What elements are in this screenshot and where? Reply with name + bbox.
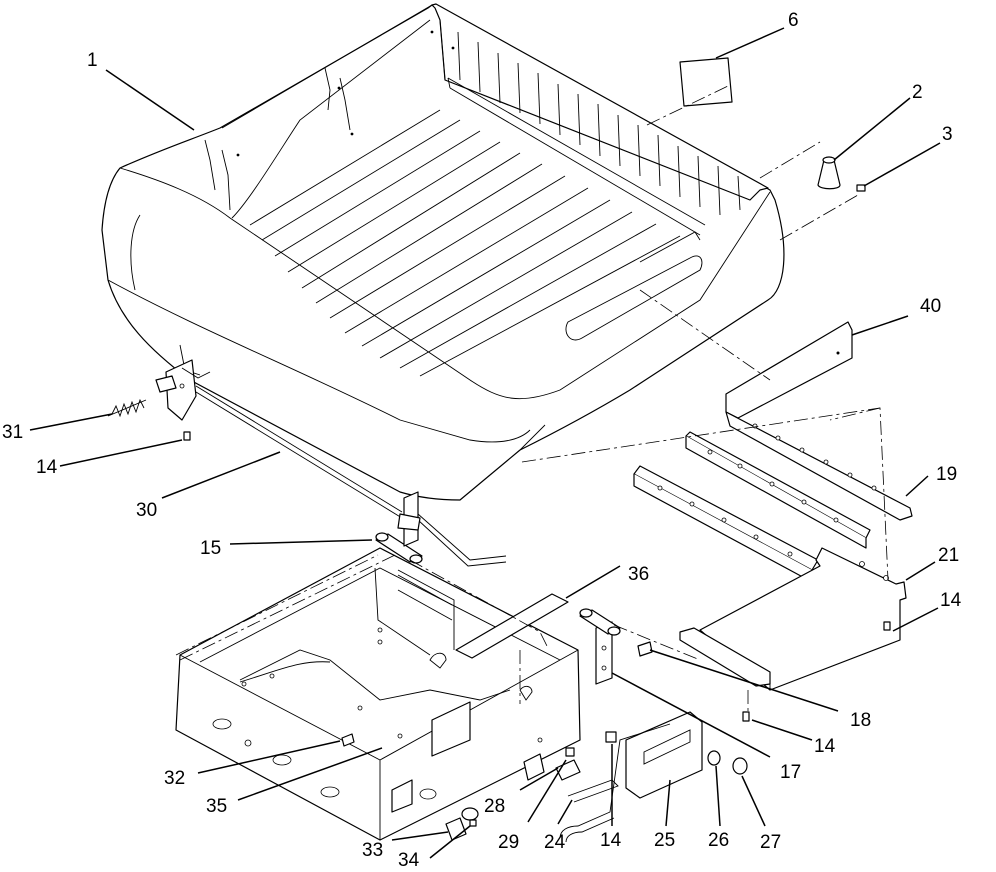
screw-part-3 — [856, 184, 866, 192]
callout-2: 2 — [912, 82, 923, 103]
screw-part-14-right — [742, 621, 891, 722]
latch-assembly — [523, 711, 748, 843]
callout-3: 3 — [942, 124, 953, 145]
panel-part-40 — [725, 321, 853, 419]
pin-part-15 — [375, 532, 423, 564]
callout-30: 30 — [136, 500, 157, 521]
callout-36: 36 — [628, 564, 649, 585]
callout-14: 14 — [814, 736, 836, 757]
leader-lines — [29, 27, 941, 859]
callout-labels: 1 2 3 6 14 14 14 14 15 17 18 19 21 24 25… — [2, 10, 962, 871]
callout-14: 14 — [940, 590, 962, 611]
rod-part-30 — [195, 385, 507, 567]
screw-part-14-left — [183, 431, 191, 441]
callout-28: 28 — [484, 796, 505, 817]
callout-21: 21 — [938, 545, 959, 566]
callout-32: 32 — [164, 768, 185, 789]
callout-27: 27 — [760, 832, 781, 853]
hinge-part-17 — [579, 608, 621, 685]
callout-40: 40 — [920, 296, 941, 317]
decal-part-6 — [679, 57, 733, 107]
callout-34: 34 — [398, 850, 420, 871]
callout-35: 35 — [206, 796, 227, 817]
callout-31: 31 — [2, 422, 23, 443]
phantom-lines — [175, 85, 889, 712]
bumper-part-2 — [817, 156, 841, 190]
plate-bracket — [679, 627, 771, 687]
cargo-bed — [101, 3, 785, 501]
nut-part-34 — [469, 819, 477, 827]
rail-middle — [685, 431, 871, 549]
callout-29: 29 — [498, 832, 519, 853]
callout-33: 33 — [362, 840, 383, 861]
callout-24: 24 — [544, 832, 566, 853]
callout-14: 14 — [600, 830, 622, 851]
frame-chassis — [175, 547, 581, 841]
callout-6: 6 — [788, 10, 799, 31]
callout-18: 18 — [850, 710, 871, 731]
pad-part-36 — [455, 593, 569, 659]
callout-14: 14 — [36, 457, 58, 478]
knob-part-33 — [445, 807, 479, 841]
callout-26: 26 — [708, 830, 729, 851]
callout-17: 17 — [780, 762, 801, 783]
callout-19: 19 — [936, 464, 957, 485]
spring-part-31 — [107, 398, 147, 418]
latch-left — [155, 359, 211, 421]
rail-lower — [633, 465, 819, 583]
callout-25: 25 — [654, 830, 675, 851]
callout-1: 1 — [87, 50, 98, 71]
bolt-part-32 — [341, 733, 355, 747]
bolt-part-18 — [637, 641, 653, 657]
callout-15: 15 — [200, 538, 221, 559]
